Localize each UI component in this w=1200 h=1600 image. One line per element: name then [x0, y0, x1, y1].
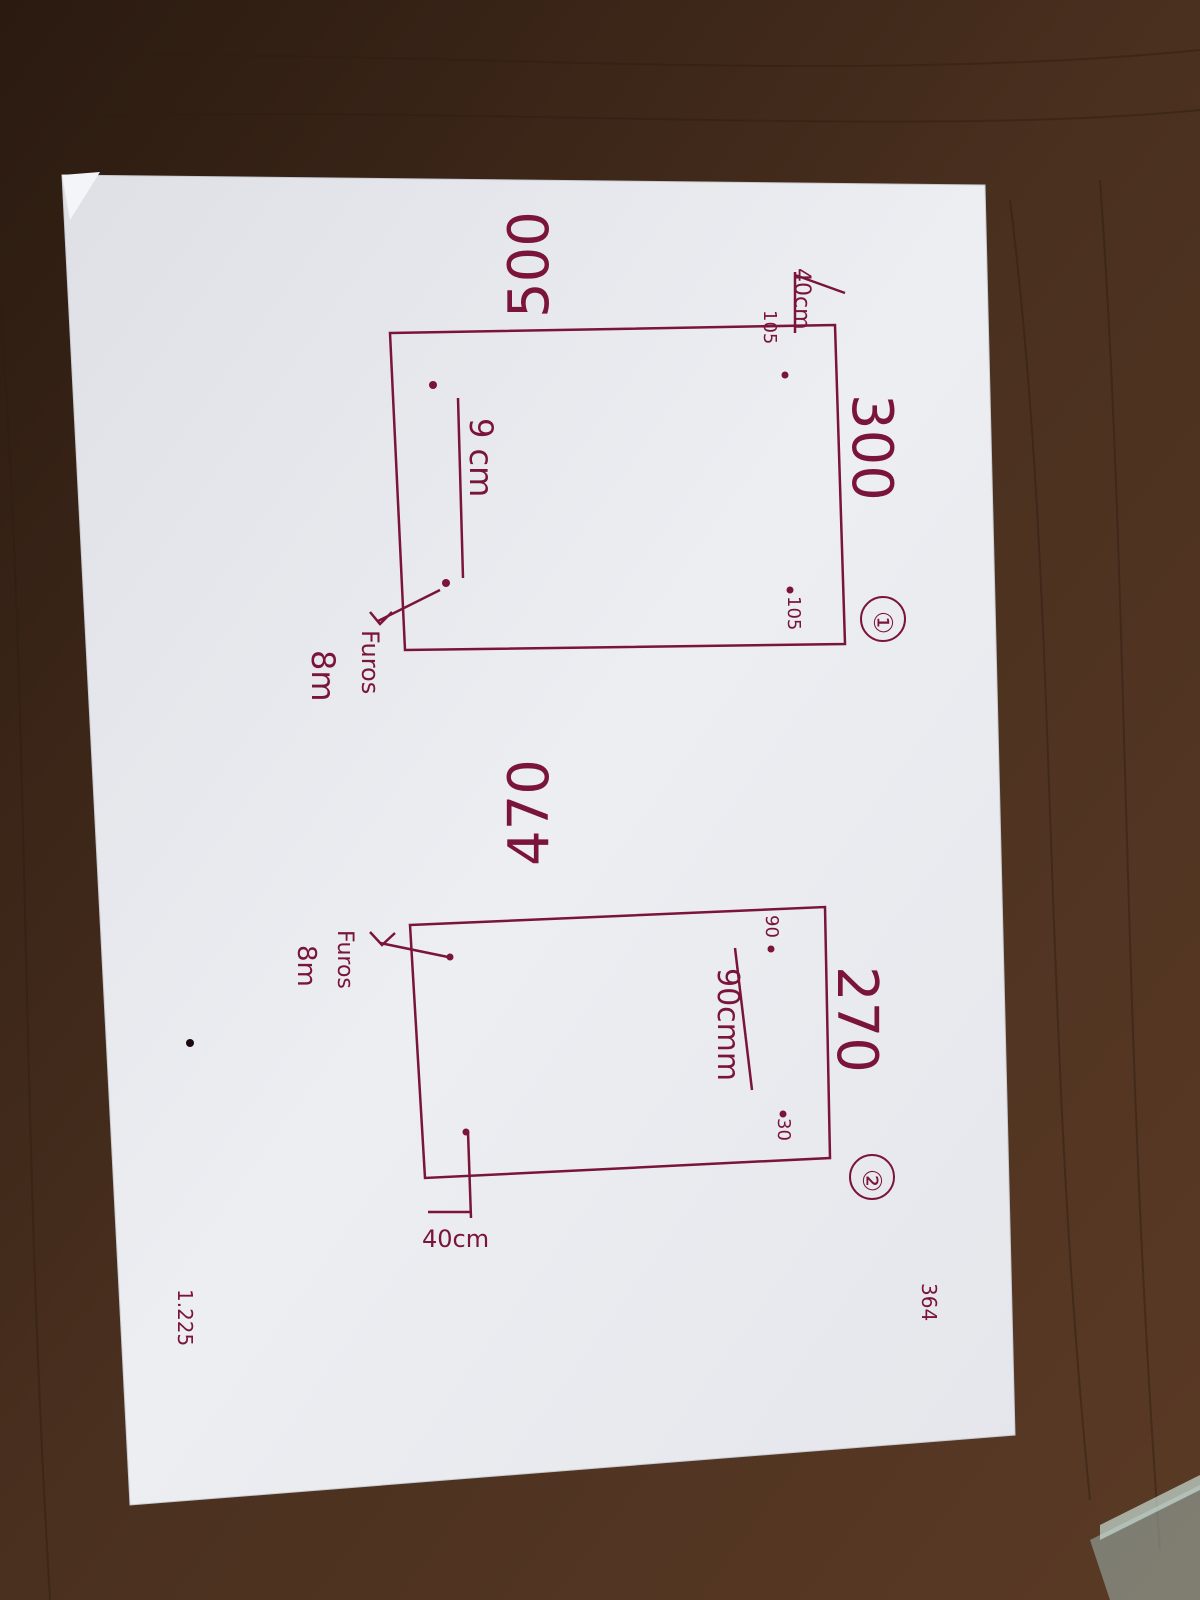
paper-corner-fold [62, 172, 100, 220]
drawing-2-rect [408, 905, 832, 1180]
drawing-2-spacing: 90cmm [710, 968, 745, 1081]
drawing-1-rect [388, 323, 847, 652]
drawing-1-holes-label: Furos [356, 630, 384, 694]
drawing-1-hole-tr [781, 371, 789, 379]
glass-object [1090, 1475, 1200, 1600]
drawing-2-label-circle [849, 1154, 895, 1200]
drawing-1-hole-br [786, 586, 794, 594]
drawing-2-holes [446, 945, 787, 1136]
drawing-2-holes-size: 8m [291, 945, 321, 987]
note-line-2: 1.225 [173, 1289, 197, 1346]
drawing-1-holes [429, 371, 794, 594]
drawing-1-corner-bottom: 105 [783, 596, 804, 630]
drawing-2-hole-tl [446, 953, 454, 961]
drawing-1-edge-offset: 40cm [789, 268, 814, 330]
drawing-1-spacing-line [456, 397, 465, 579]
drawing-2-length: 470 [497, 759, 562, 866]
drawing-2-label: ② [856, 1169, 886, 1192]
paper-sheet [61, 174, 1016, 1506]
ink-dot [186, 1039, 194, 1047]
drawing-2-edge-offset: 40cm [422, 1225, 489, 1253]
drawing-1-offset-marker [794, 273, 846, 295]
drawing-2-corner-bottom: 30 [773, 1118, 794, 1141]
drawing-2-hole-br [779, 1110, 787, 1118]
drawing-2-hole-tr [767, 945, 775, 953]
drawing-1-width: 300 [839, 394, 904, 501]
drawing-2-holes-arrow [379, 941, 449, 959]
note-line-1: 364 [917, 1283, 941, 1321]
drawing-1-hole-bl [442, 579, 450, 587]
drawing-2-hole-bl [462, 1128, 470, 1136]
drawing-1-label-circle [860, 596, 906, 642]
drawing-2 [369, 905, 832, 1219]
drawing-1-spacing: 9 cm [462, 418, 500, 497]
drawing-2-offset-marker [466, 1131, 473, 1219]
drawing-2-holes-label: Furos [332, 930, 357, 989]
drawing-1-label: ① [867, 611, 897, 634]
drawing-2-spacing-line [733, 947, 754, 1091]
drawing-2-width: 270 [824, 966, 889, 1073]
drawing-2-corner-top: 90 [761, 915, 782, 938]
drawing-1 [369, 272, 847, 652]
drawing-1-holes-size: 8m [304, 650, 342, 702]
wood-grain [0, 49, 1200, 1600]
drawing-1-hole-tl [429, 381, 437, 389]
drawing-1-corner-top: 105 [759, 310, 780, 344]
drawing-1-length: 500 [497, 211, 562, 318]
